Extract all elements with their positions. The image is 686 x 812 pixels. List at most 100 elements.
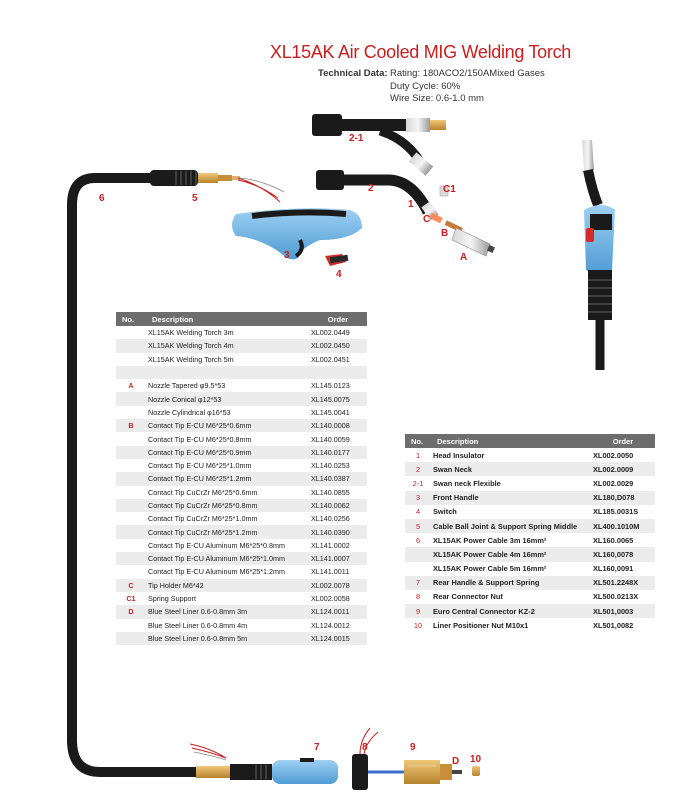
switch — [325, 254, 349, 266]
row-description: Cable Ball Joint & Support Spring Middle — [431, 518, 591, 534]
tech-rating: Rating: 180ACO2/150AMixed Gases — [390, 68, 545, 79]
front-consumables — [429, 185, 495, 257]
row-order-code: XL002.0449 — [311, 328, 350, 338]
callout-2-1: 2-1 — [349, 133, 364, 144]
page-title: XL15AK Air Cooled MIG Welding Torch — [270, 42, 571, 62]
callout-5: 5 — [192, 193, 198, 204]
row-description: Switch — [433, 507, 457, 517]
table-row — [116, 365, 367, 380]
row-description: Tip Holder M6*42 — [146, 578, 309, 592]
row-description: Rear Handle & Support Spring — [431, 575, 591, 590]
callout-a: A — [460, 252, 468, 263]
row-order-code: XL140.0059 — [311, 434, 350, 444]
row-description: Contact Tip CuCrZr M6*25*1.0mm — [148, 514, 258, 524]
callout-3: 3 — [284, 250, 290, 261]
row-order-code: XL160,0091 — [593, 564, 634, 574]
row-number: C — [116, 578, 146, 592]
consumables-table: No. Description Order XL15AK Welding Tor… — [116, 312, 367, 646]
row-description: Contact Tip E-CU M6*25*0.8mm — [148, 434, 252, 444]
column-header-order: Order — [309, 312, 367, 326]
row-description: Contact Tip CuCrZr M6*25*0.6mm — [148, 487, 258, 497]
row-number — [116, 459, 146, 472]
row-description: Spring Support — [148, 594, 196, 604]
row-description: Nozzle Conical φ12*53 — [146, 392, 309, 406]
row-order-code: XL140.0253 — [311, 461, 350, 471]
table-row: Contact Tip CuCrZr M6*25*0.6mm XL140.0855 — [116, 486, 367, 499]
row-number — [116, 432, 146, 445]
rear-connector-nut — [352, 727, 379, 790]
rear-handle — [252, 758, 338, 784]
row-number — [116, 552, 146, 566]
row-order-code: XL002.0058 — [311, 594, 350, 604]
row-number: 4 — [415, 507, 421, 517]
row-number — [116, 392, 146, 406]
row-order-code: XL124.0012 — [311, 620, 350, 630]
row-description: Blue Steel Liner 0.6-0.8mm 3m — [146, 605, 309, 619]
row-order-code: XL501,0082 — [593, 620, 634, 630]
callout-4: 4 — [336, 269, 342, 280]
tech-wire-size: Wire Size: 0.6-1.0 mm — [390, 93, 484, 104]
row-description: Swan neck Flexible — [433, 478, 501, 488]
callout-7: 7 — [314, 742, 320, 753]
liner-and-nut — [452, 766, 480, 776]
column-header-description: Description — [146, 312, 309, 326]
row-order-code: XL140.0177 — [309, 445, 367, 459]
row-order-code: XL002.0009 — [591, 462, 655, 477]
column-header-order: Order — [591, 434, 655, 448]
support-spring — [150, 170, 285, 203]
row-order-code: XL180,D078 — [591, 490, 655, 505]
row-order-code: XL140.0387 — [309, 472, 367, 486]
callout-6: 6 — [99, 193, 105, 204]
row-number — [116, 498, 146, 513]
row-order-code: XL140.0855 — [311, 487, 350, 497]
row-description: Contact Tip CuCrZr M6*25*0.8mm — [146, 498, 309, 513]
callout-9: 9 — [410, 742, 416, 753]
row-number — [116, 339, 146, 353]
row-number — [116, 472, 146, 486]
row-description: Nozzle Cylindrical φ16*53 — [148, 407, 231, 417]
row-description: Contact Tip E-CU M6*25*1.0mm — [148, 461, 252, 471]
row-order-code: XL141.0002 — [311, 540, 350, 550]
row-number — [116, 486, 146, 499]
row-order-code: XL002.0029 — [593, 478, 634, 488]
table-row: Contact Tip E-CU M6*25*1.0mm XL140.0253 — [116, 459, 367, 472]
row-number — [116, 565, 146, 578]
row-order-code: XL124.0011 — [309, 605, 367, 619]
row-order-code: XL160.0065 — [593, 535, 634, 545]
row-order-code: XL145.0075 — [309, 392, 367, 406]
row-description: XL15AK Welding Torch 4m — [146, 339, 309, 353]
row-order-code: XL145.0123 — [311, 381, 350, 391]
row-number — [116, 525, 146, 539]
euro-connector — [368, 760, 452, 784]
tech-duty-row: Duty Cycle: 60% — [318, 81, 460, 94]
tech-rating-row: Technical Data: Rating: 180ACO2/150AMixe… — [318, 68, 545, 81]
callout-b: B — [441, 228, 449, 239]
row-order-code: XL002.0450 — [309, 339, 367, 353]
row-number: B — [116, 419, 146, 433]
swan-neck-flexible — [312, 114, 446, 176]
table-row: Contact Tip E-CU M6*25*0.8mm XL140.0059 — [116, 432, 367, 445]
row-order-code: XL145.0041 — [311, 407, 350, 417]
row-order-code: XL141.0007 — [309, 552, 367, 566]
row-number — [405, 562, 431, 576]
row-number: 2-1 — [412, 478, 424, 488]
